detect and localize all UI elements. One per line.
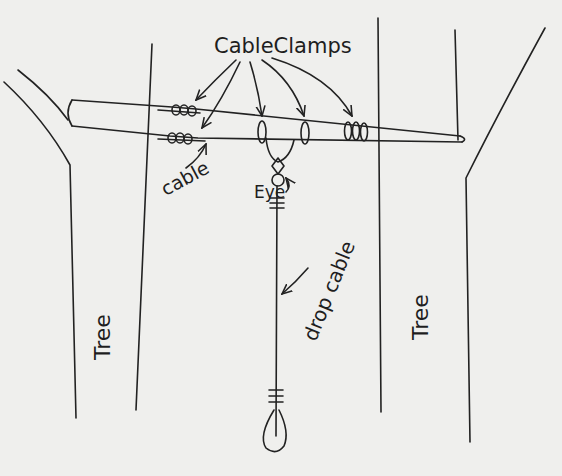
part-label: cable	[158, 158, 212, 199]
cable-clamp	[269, 390, 283, 402]
leader-line	[286, 178, 289, 192]
tree-outline	[455, 30, 458, 140]
tree-outline	[4, 82, 76, 418]
leader-line	[282, 268, 308, 294]
cable	[72, 126, 462, 142]
cable-loop	[68, 100, 72, 126]
callout-label: CableClamps	[214, 36, 352, 57]
cable-clamp	[258, 121, 368, 144]
cable-loop	[460, 136, 465, 142]
part-label: drop cable	[300, 238, 358, 343]
leader-line	[202, 62, 240, 128]
cable-loop	[266, 138, 294, 162]
leader-line	[250, 62, 262, 116]
leader-line	[272, 58, 352, 116]
tree-outline	[136, 44, 152, 410]
drop-cable	[276, 186, 277, 436]
cable-clamp	[168, 105, 196, 144]
eye	[272, 158, 284, 174]
leader-line	[196, 60, 236, 100]
tree-outline	[378, 18, 381, 412]
cable	[158, 139, 205, 141]
part-label: Eye	[254, 184, 285, 201]
tree-label: Tree	[92, 314, 114, 360]
tree-outline	[466, 28, 545, 442]
tree-label: Tree	[410, 294, 432, 340]
cable-loop	[263, 410, 286, 452]
tree-outline	[18, 70, 68, 120]
